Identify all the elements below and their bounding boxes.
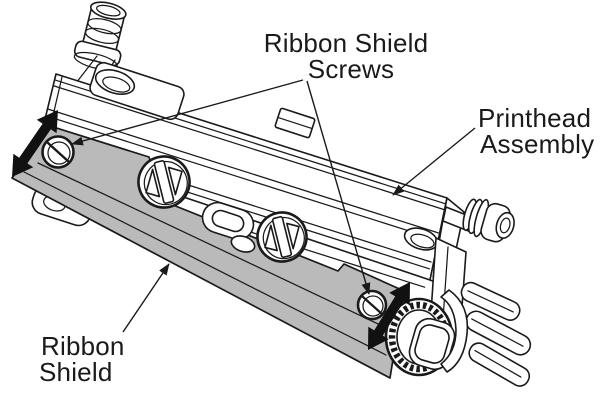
leader-screws-left <box>71 79 304 146</box>
label-text: Printhead <box>478 103 591 133</box>
thumbscrew-left <box>137 155 191 209</box>
shield-fold-line <box>37 162 394 332</box>
rod-middle <box>465 310 532 356</box>
leader-screws-right <box>306 80 371 295</box>
label-text: Ribbon <box>41 331 125 361</box>
rod-upper <box>460 281 521 321</box>
ridged-knob <box>462 198 515 243</box>
leader-shield <box>122 263 170 333</box>
ribbon-guide-roller <box>230 235 256 253</box>
ribbed-knob <box>384 297 456 377</box>
label-text: Ribbon Shield <box>264 28 429 58</box>
label-text: Assembly <box>480 129 594 159</box>
label-printhead-assembly: Printhead Assembly <box>478 103 594 159</box>
latch-hook <box>440 289 469 373</box>
ribbon-guide-loop <box>201 201 255 241</box>
leader-printhead <box>392 127 476 196</box>
top-clip <box>274 107 316 139</box>
leader-lines <box>71 79 476 333</box>
label-text: Screws <box>308 54 394 84</box>
ribbon-shield-screw-left <box>41 135 75 169</box>
top-knob <box>73 1 127 71</box>
thumbscrew-right <box>256 211 308 263</box>
label-ribbon-shield-screws: Ribbon Shield Screws <box>264 28 429 84</box>
rod-lower <box>468 342 531 387</box>
right-direction-double-arrow-icon <box>368 282 410 350</box>
left-oval-cutout <box>94 69 136 95</box>
ribbon-shield-screw-right <box>356 289 388 321</box>
left-direction-double-arrow-icon <box>12 110 58 177</box>
label-text: Shield <box>39 357 112 387</box>
label-ribbon-shield: Ribbon Shield <box>39 331 125 387</box>
shield-fold-line <box>23 171 387 356</box>
